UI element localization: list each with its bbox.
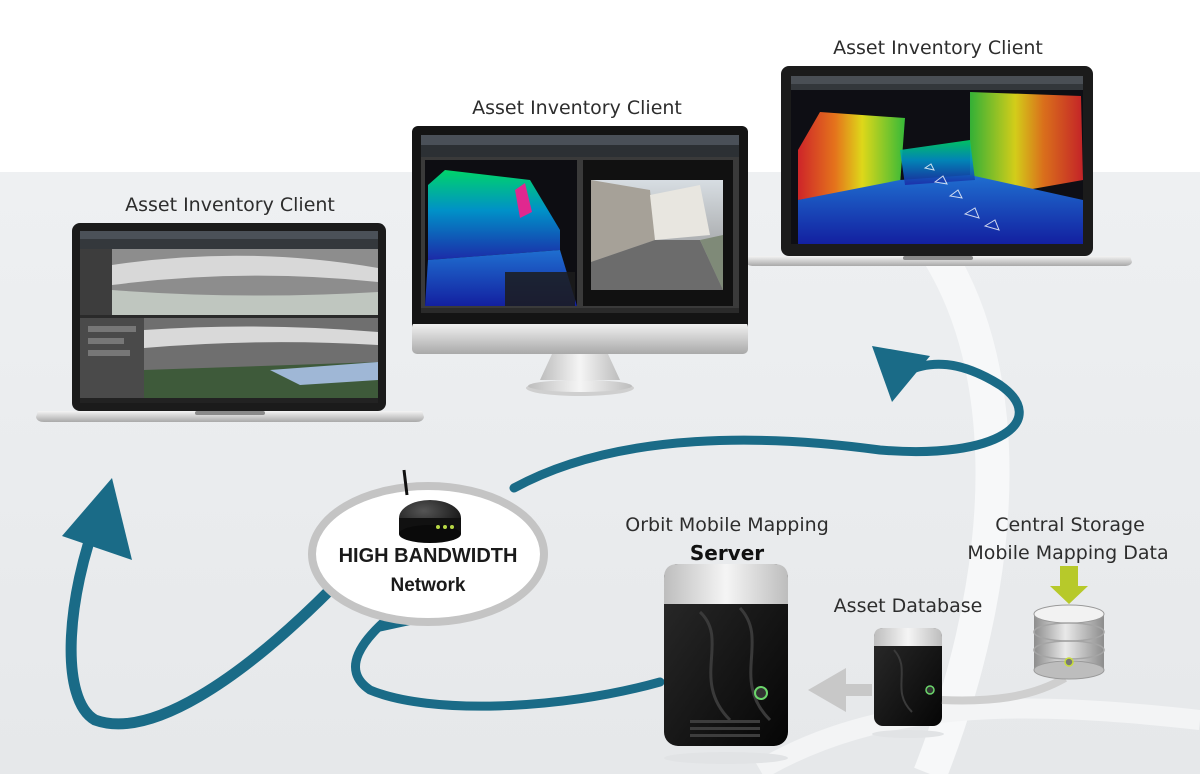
right-laptop [746,66,1132,266]
server-label-line1: Orbit Mobile Mapping [625,514,829,536]
right-client-label: Asset Inventory Client [833,37,1043,59]
center-client-label: Asset Inventory Client [472,97,682,119]
flow-arrows [65,359,1024,730]
server-to-network-arrow [351,605,665,711]
storage-label-line1: Central Storage [995,514,1145,536]
storage-drum-icon [1033,566,1105,680]
storage-label-line2: Mobile Mapping Data [967,542,1169,564]
network-label-line1: HIGH BANDWIDTH [338,545,518,567]
arrowhead-left-client [62,478,132,560]
left-laptop [36,223,424,422]
router-icon [399,469,461,543]
database-label: Asset Database [833,595,983,617]
server-icon [664,564,788,764]
database-to-server-arrow [808,668,872,712]
center-monitor [412,126,748,396]
network-label-line2: Network [390,575,466,596]
arrowhead-right-client [872,346,930,402]
database-icon [872,628,944,738]
server-label-line2: Server [689,541,765,565]
storage-to-database-connector [941,674,1067,705]
network-to-right-client-arrow [509,359,1024,493]
network-node [308,469,548,626]
left-client-label: Asset Inventory Client [125,194,335,216]
server-to-left-client-arrow [65,504,336,730]
